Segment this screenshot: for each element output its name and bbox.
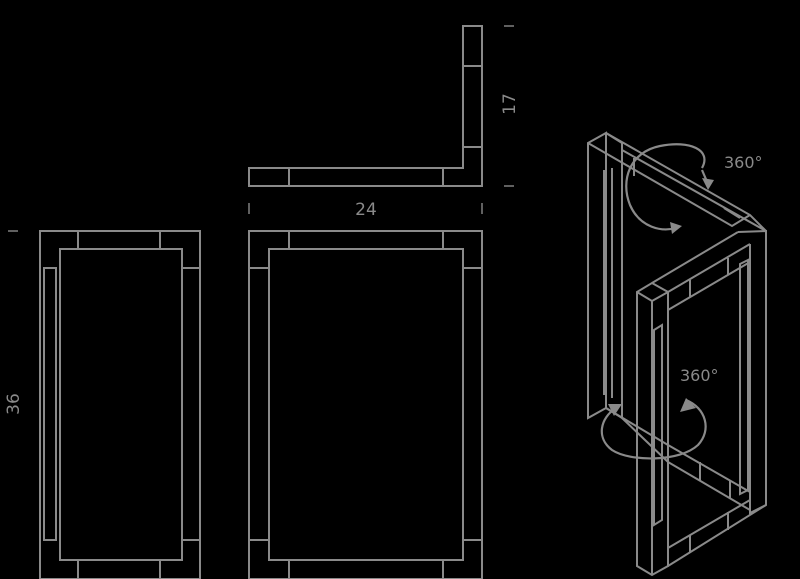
rotation-label-upper: 360° (724, 153, 763, 172)
dimension-height: 36 (4, 230, 24, 415)
isometric-view (587, 131, 767, 577)
dimension-depth-label: 17 (500, 93, 520, 115)
rotation-arrow-lower: 360° (600, 366, 719, 460)
dimension-width: 24 (248, 200, 483, 220)
dimension-depth: 17 (500, 25, 520, 187)
dimension-width-label: 24 (355, 200, 377, 220)
side-view (248, 230, 483, 579)
front-view (39, 230, 201, 579)
rotation-label-lower: 360° (680, 366, 719, 385)
top-view (248, 25, 483, 187)
rotation-arrow-upper: 360° (625, 143, 763, 234)
dimension-height-label: 36 (4, 393, 24, 415)
